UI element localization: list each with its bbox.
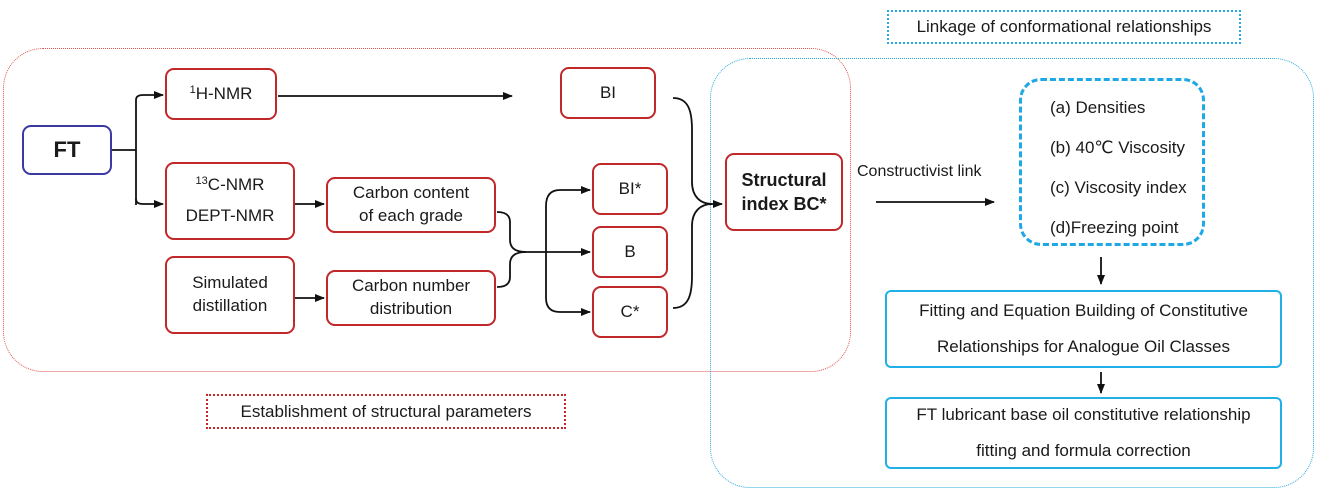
property-viscosity-index: (c) Viscosity index [1050,178,1187,197]
b-label: B [624,241,636,261]
h-nmr-text: H-NMR [195,83,253,103]
edge-number-merge [496,251,527,288]
structural-line1: Structural [741,169,827,190]
ft-node: FT [22,125,112,175]
constructivist-link-label: Constructivist link [857,163,982,180]
fitting-line2: Relationships for Analogue Oil Classes [937,337,1230,356]
simulated-distillation-node: Simulated distillation [165,256,295,334]
c-nmr-label: 13C-NMR [196,174,265,197]
bi-label: BI [599,82,617,102]
property-freezing-point: (d)Freezing point [1050,218,1179,237]
linkage-caption: Linkage of conformational relationships [887,10,1241,44]
edge-to-c-nmr [135,198,164,208]
structural-parameters-region [3,48,851,372]
h-nmr-label: 1H-NMR [190,83,253,106]
structural-index-node: Structural index BC* [725,153,843,231]
carbon-content-node: Carbon content of each grade [326,177,496,233]
bi-star-label: BI* [618,178,642,198]
bi-node: BI [560,67,656,119]
edge-content-merge [496,211,527,253]
dept-nmr-label: DEPT-NMR [185,206,275,225]
establishment-caption: Establishment of structural parameters [206,394,566,429]
c-nmr-node: 13C-NMR DEPT-NMR [165,162,295,240]
edge-to-bi-star [545,186,591,252]
b-node: B [592,226,668,278]
correction-line2: fitting and formula correction [976,441,1191,460]
correction-line1: FT lubricant base oil constitutive relat… [916,405,1251,425]
structural-line2: index BC* [741,194,827,214]
bi-star-node: BI* [592,163,668,215]
h-nmr-node: 1H-NMR [165,68,277,120]
c-star-node: C* [592,286,668,338]
carbon-content-line2: of each grade [359,206,463,225]
sim-line2: distillation [192,296,268,315]
h-nmr-superscript: 1 [189,83,196,96]
c-star-label: C* [620,301,640,321]
edge-brace-bottom [672,203,713,309]
carbon-number-line2: distribution [369,299,453,318]
carbon-number-line1: Carbon number [351,276,471,296]
c-nmr-text: C-NMR [207,175,265,195]
ft-label: FT [53,137,81,163]
properties-box: (a) Densities (b) 40℃ Viscosity (c) Visc… [1019,78,1205,246]
property-viscosity-40: (b) 40℃ Viscosity [1050,138,1185,157]
correction-node: FT lubricant base oil constitutive relat… [885,397,1282,469]
carbon-number-node: Carbon number distribution [326,270,496,326]
carbon-content-line1: Carbon content [352,183,470,203]
fitting-node: Fitting and Equation Building of Constit… [885,290,1282,368]
edge-to-h-nmr [135,91,164,101]
sim-line1: Simulated [192,273,268,293]
fitting-line1: Fitting and Equation Building of Constit… [919,301,1248,321]
edge-to-c-star [545,252,591,316]
c-nmr-superscript: 13 [195,175,208,188]
conformational-linkage-region [710,58,1314,488]
property-densities: (a) Densities [1050,98,1146,117]
edge-brace-top [672,97,713,205]
